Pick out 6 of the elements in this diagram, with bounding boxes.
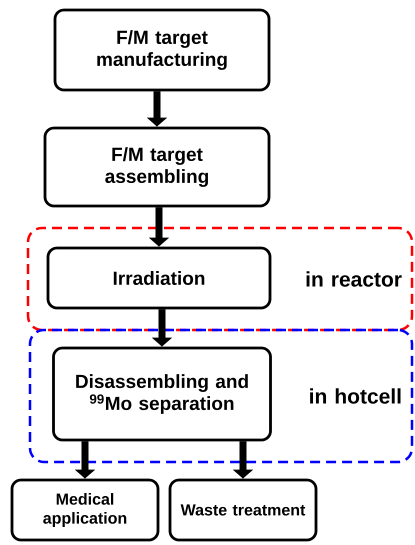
process-box: Medical application xyxy=(10,478,160,542)
process-box: F/M target assembling xyxy=(44,126,270,208)
process-box: F/M target manufacturing xyxy=(54,8,270,92)
process-box: Disassembling and $^{99}$Mo separation xyxy=(52,346,272,442)
process-box: Irradiation xyxy=(46,246,272,310)
process-box: Waste treatment xyxy=(168,478,318,542)
